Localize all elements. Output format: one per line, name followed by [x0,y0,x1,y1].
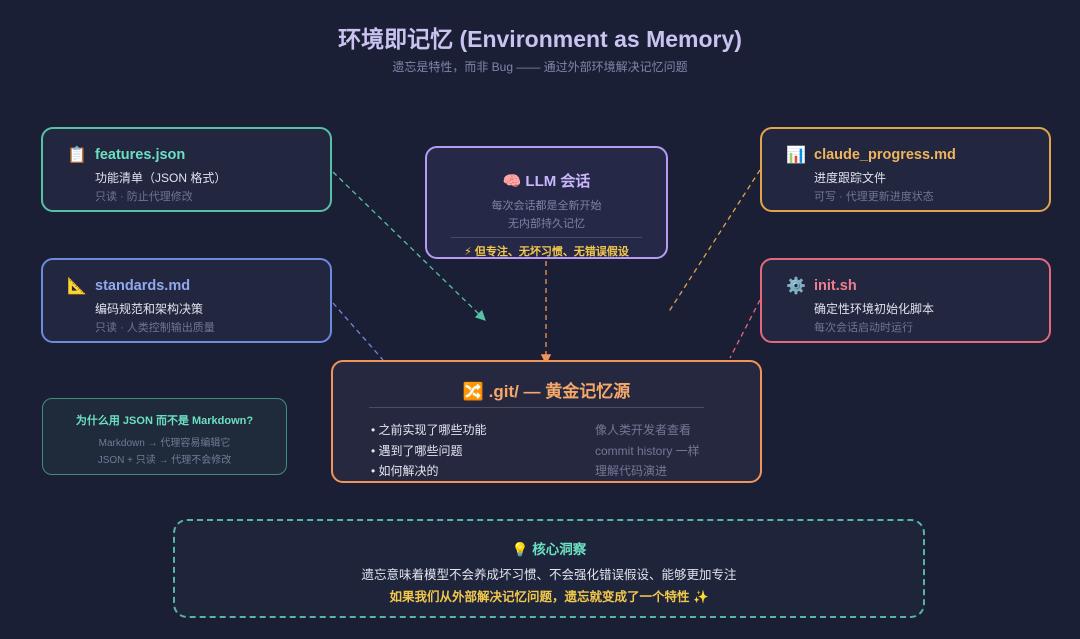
git-card: 🔀 .git/ — 黄金记忆源 • 之前实现了哪些功能 • 遇到了哪些问题 • … [331,360,762,483]
llm-footer: ⚡ 但专注、无坏习惯、无错误假设 [464,246,629,258]
init-note: 每次会话启动时运行 [814,322,913,334]
features-to-git-line [332,171,486,321]
clipboard-icon: 📋 [67,147,87,164]
llm-session-card: 🧠 LLM 会话 每次会话都是全新开始 无内部持久记忆 ⚡ 但专注、无坏习惯、无… [425,146,668,259]
progress-desc: 进度跟踪文件 [814,171,887,185]
progress-note: 可写 · 代理更新进度状态 [814,191,934,203]
init-title: init.sh [814,278,857,294]
git-note: 像人类开发者查看 [595,423,692,437]
insight-title: 核心洞察 [532,542,587,557]
insight-line2: 如果我们从外部解决记忆问题，遗忘就变成了一个特性 ✨ [389,590,709,604]
llm-line2: 无内部持久记忆 [508,218,585,230]
why-json-line2: JSON + 只读 → 代理不会修改 [97,455,232,466]
triangle-ruler-icon: 📐 [67,278,87,295]
features-card: 📋 features.json 功能清单（JSON 格式） 只读 · 防止代理修… [41,127,332,212]
insight-line1: 遗忘意味着模型不会养成坏习惯、不会强化错误假设、能够更加专注 [361,568,737,582]
git-note: 理解代码演进 [595,464,668,478]
standards-to-git-line [332,302,384,361]
gear-icon: ⚙️ [786,278,806,295]
why-json-line1: Markdown → 代理容易编辑它 [98,438,231,449]
why-json-box: 为什么用 JSON 而不是 Markdown? Markdown → 代理容易编… [42,398,287,475]
progress-title: claude_progress.md [814,147,956,163]
progress-card: 📊 claude_progress.md 进度跟踪文件 可写 · 代理更新进度状… [760,127,1051,212]
git-item: • 遇到了哪些问题 [371,444,463,458]
page-title: 环境即记忆 (Environment as Memory) [338,26,742,52]
features-note: 只读 · 防止代理修改 [95,191,193,203]
git-note: commit history 一样 [595,444,700,458]
core-insight-box: 💡 核心洞察 遗忘意味着模型不会养成坏习惯、不会强化错误假设、能够更加专注 如果… [173,519,925,618]
standards-desc: 编码规范和架构决策 [95,302,204,316]
init-to-git-line [729,299,761,359]
shuffle-icon: 🔀 [462,382,484,401]
features-desc: 功能清单（JSON 格式） [95,171,227,185]
lightbulb-icon: 💡 [511,542,529,557]
standards-note: 只读 · 人类控制输出质量 [95,322,215,334]
features-title: features.json [95,147,186,163]
progress-to-git-line [667,169,761,314]
llm-divider [451,237,642,238]
standards-title: standards.md [95,278,191,294]
git-item: • 如何解决的 [371,464,439,478]
brain-icon: 🧠 [502,173,522,190]
standards-card: 📐 standards.md 编码规范和架构决策 只读 · 人类控制输出质量 [41,258,332,343]
init-card: ⚙️ init.sh 确定性环境初始化脚本 每次会话启动时运行 [760,258,1051,343]
git-title: .git/ — 黄金记忆源 [488,382,631,401]
bar-chart-icon: 📊 [786,147,806,164]
git-divider [369,407,704,408]
why-json-title: 为什么用 JSON 而不是 Markdown? [75,415,254,427]
llm-title: LLM 会话 [525,173,591,190]
init-desc: 确定性环境初始化脚本 [814,302,935,316]
git-item: • 之前实现了哪些功能 [371,423,487,437]
llm-line1: 每次会话都是全新开始 [491,200,602,212]
page-subtitle: 遗忘是特性，而非 Bug —— 通过外部环境解决记忆问题 [392,60,688,74]
